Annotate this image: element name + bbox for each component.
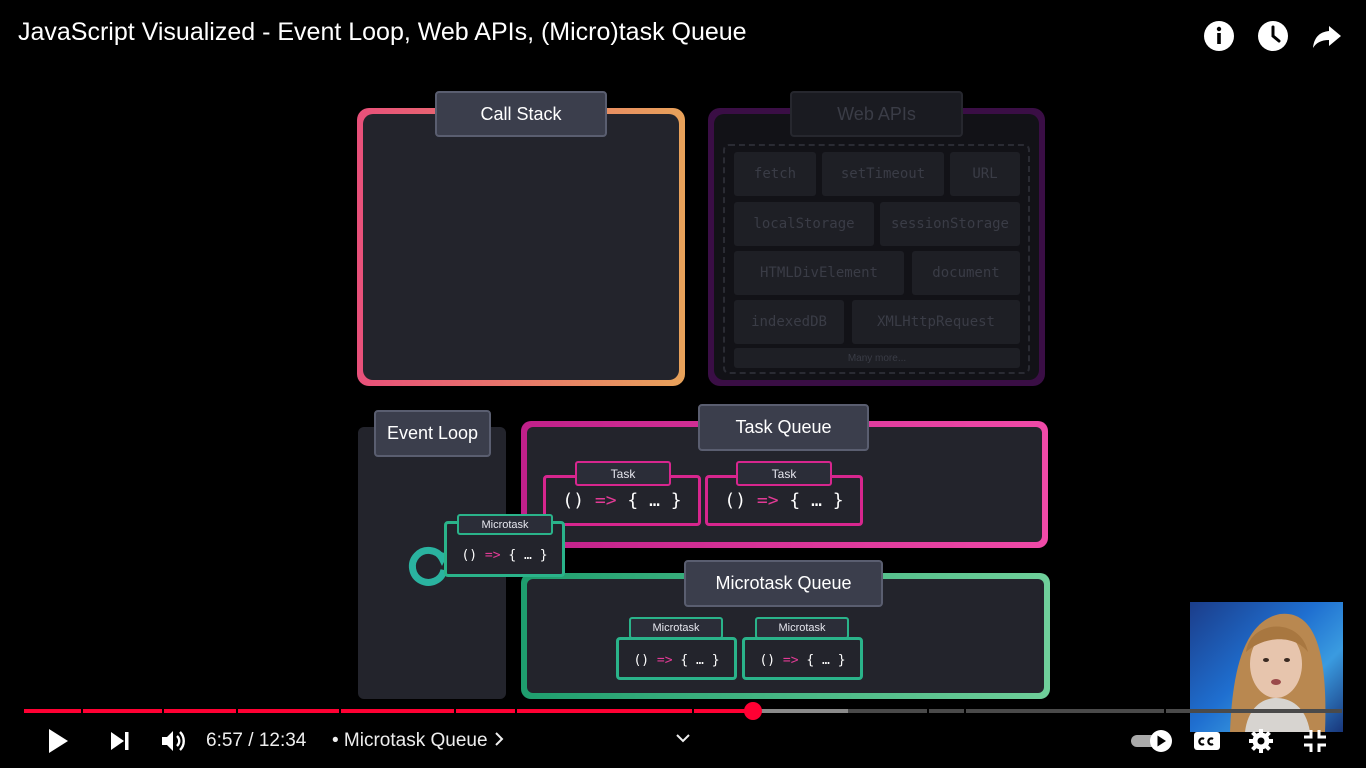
microtask-queue-label: Microtask Queue bbox=[684, 560, 883, 607]
web-api-settimeout: setTimeout bbox=[822, 152, 944, 196]
captions-icon[interactable] bbox=[1191, 726, 1223, 756]
progress-bar[interactable] bbox=[24, 700, 1342, 720]
chapter-title: • Microtask Queue bbox=[332, 730, 488, 751]
web-api-localstorage: localStorage bbox=[734, 202, 874, 246]
web-api-fetch: fetch bbox=[734, 152, 816, 196]
web-apis-grid bbox=[723, 144, 1030, 374]
chapter-divider bbox=[692, 708, 694, 714]
autoplay-toggle[interactable] bbox=[1128, 726, 1176, 756]
share-icon[interactable] bbox=[1309, 18, 1345, 54]
chevron-down-icon[interactable] bbox=[672, 728, 694, 748]
call-stack-label: Call Stack bbox=[435, 91, 607, 137]
settings-icon[interactable] bbox=[1245, 726, 1277, 756]
chapter-button[interactable]: • Microtask Queue bbox=[332, 730, 504, 752]
progress-unplayed bbox=[847, 709, 1342, 713]
volume-icon[interactable] bbox=[157, 726, 189, 756]
presenter-image bbox=[1230, 613, 1326, 732]
moving-microtask-tag: Microtask bbox=[457, 514, 553, 535]
web-api-xmlhttprequest: XMLHttpRequest bbox=[852, 300, 1020, 344]
microtask-tag: Microtask bbox=[755, 617, 849, 639]
microtask-card: () => { … } bbox=[616, 637, 737, 680]
chapter-divider bbox=[927, 708, 929, 714]
web-apis-label: Web APIs bbox=[790, 91, 963, 137]
task-tag: Task bbox=[736, 461, 832, 486]
microtask-card: () => { … } bbox=[742, 637, 863, 680]
web-api-sessionstorage: sessionStorage bbox=[880, 202, 1020, 246]
play-icon[interactable] bbox=[42, 726, 74, 756]
chevron-right-icon bbox=[494, 730, 504, 752]
chapter-divider bbox=[454, 708, 456, 714]
chapter-divider bbox=[964, 708, 966, 714]
task-tag: Task bbox=[575, 461, 671, 486]
web-api-document: document bbox=[912, 251, 1020, 295]
microtask-code: () => { … } bbox=[759, 653, 846, 668]
call-stack-frame bbox=[357, 108, 685, 386]
microtask-code: () => { … } bbox=[633, 653, 720, 668]
call-stack-area bbox=[363, 114, 679, 380]
web-api-url: URL bbox=[950, 152, 1020, 196]
video-title[interactable]: JavaScript Visualized - Event Loop, Web … bbox=[18, 18, 747, 46]
microtask-tag: Microtask bbox=[629, 617, 723, 639]
web-api-htmldivelement: HTMLDivElement bbox=[734, 251, 904, 295]
exit-fullscreen-icon[interactable] bbox=[1299, 726, 1331, 756]
event-loop-label: Event Loop bbox=[374, 410, 491, 457]
web-apis-frame bbox=[708, 108, 1045, 386]
chapter-divider bbox=[339, 708, 341, 714]
web-api-indexeddb: indexedDB bbox=[734, 300, 844, 344]
moving-microtask-code: () => { … } bbox=[461, 547, 548, 563]
scrubber-handle[interactable] bbox=[743, 702, 762, 720]
chapter-divider bbox=[162, 708, 164, 714]
task-code: () => { … } bbox=[562, 490, 682, 511]
chapter-divider bbox=[515, 708, 517, 714]
chapter-divider bbox=[1164, 708, 1166, 714]
progress-played bbox=[24, 709, 753, 713]
task-queue-label: Task Queue bbox=[698, 404, 869, 451]
web-api-more: Many more... bbox=[734, 348, 1020, 368]
task-code: () => { … } bbox=[724, 490, 844, 511]
chapter-divider bbox=[236, 708, 238, 714]
info-icon[interactable] bbox=[1201, 18, 1237, 54]
chapter-divider bbox=[81, 708, 83, 714]
clock-icon[interactable] bbox=[1255, 18, 1291, 54]
next-icon[interactable] bbox=[104, 726, 136, 756]
time-display: 6:57 / 12:34 bbox=[206, 730, 307, 751]
